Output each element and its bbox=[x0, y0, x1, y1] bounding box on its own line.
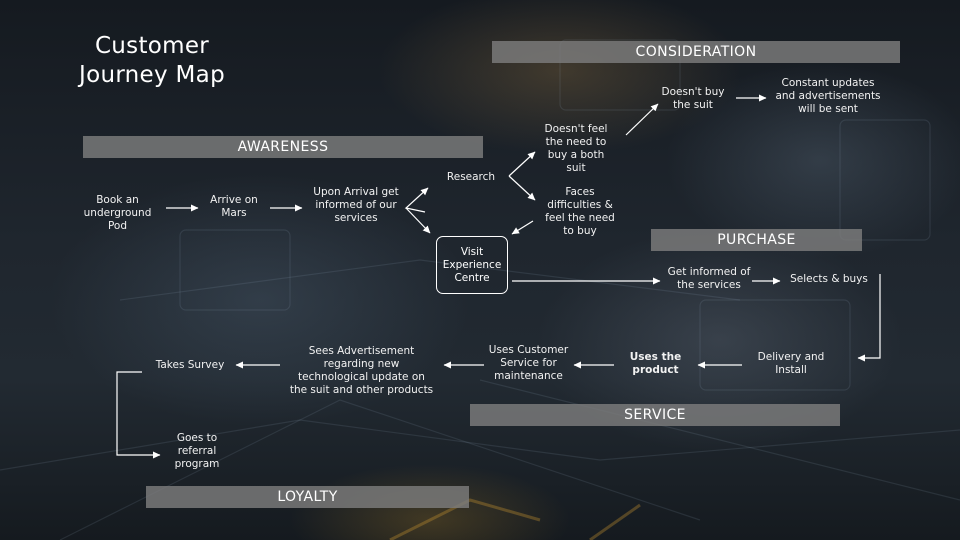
node-referral: Goes to referral program bbox=[174, 432, 220, 470]
node-constant-updates: Constant updates and advertisements will… bbox=[775, 77, 881, 115]
node-selects-buys: Selects & buys bbox=[790, 273, 868, 285]
arrow-research-to-no-need bbox=[508, 151, 536, 177]
node-no-need: Doesn't feel the need to buy a both suit bbox=[544, 123, 608, 174]
arrow-difficulties-to-visit bbox=[511, 220, 534, 235]
stage-purchase: PURCHASE bbox=[651, 229, 862, 251]
node-upon-arrival: Upon Arrival get informed of our service… bbox=[313, 186, 399, 224]
page-title: Customer Journey Map bbox=[79, 33, 225, 88]
node-faces-difficulties: Faces difficulties & feel the need to bu… bbox=[545, 186, 615, 237]
node-uses-product: Uses the product bbox=[629, 351, 682, 376]
arrow-upon-to-research bbox=[404, 187, 429, 213]
node-takes-survey: Takes Survey bbox=[155, 359, 225, 371]
arrow-upon-to-visit bbox=[405, 207, 431, 234]
stage-loyalty: LOYALTY bbox=[146, 486, 469, 508]
node-sees-advertisement: Sees Advertisement regarding new technol… bbox=[289, 345, 434, 396]
arrow-survey-to-referral bbox=[116, 371, 161, 459]
stage-service: SERVICE bbox=[470, 404, 840, 426]
node-research: Research bbox=[446, 171, 496, 183]
node-arrive-mars: Arrive on Mars bbox=[210, 194, 258, 219]
node-visit-centre: Visit Experience Centre bbox=[436, 236, 508, 294]
node-visit-centre-label: Visit Experience Centre bbox=[442, 245, 502, 284]
node-doesnt-buy: Doesn't buy the suit bbox=[661, 86, 725, 111]
node-get-informed: Get informed of the services bbox=[667, 266, 751, 291]
arrow-selects-to-delivery bbox=[857, 274, 881, 362]
node-delivery-install: Delivery and Install bbox=[757, 351, 825, 376]
stage-consideration: CONSIDERATION bbox=[492, 41, 900, 63]
arrow-no-need-to-doesnt-buy bbox=[625, 103, 659, 136]
node-book-pod: Book an underground Pod bbox=[83, 194, 152, 232]
node-uses-customer-service: Uses Customer Service for maintenance bbox=[488, 344, 569, 382]
arrow-research-to-difficulties bbox=[508, 175, 536, 201]
stage-awareness: AWARENESS bbox=[83, 136, 483, 158]
